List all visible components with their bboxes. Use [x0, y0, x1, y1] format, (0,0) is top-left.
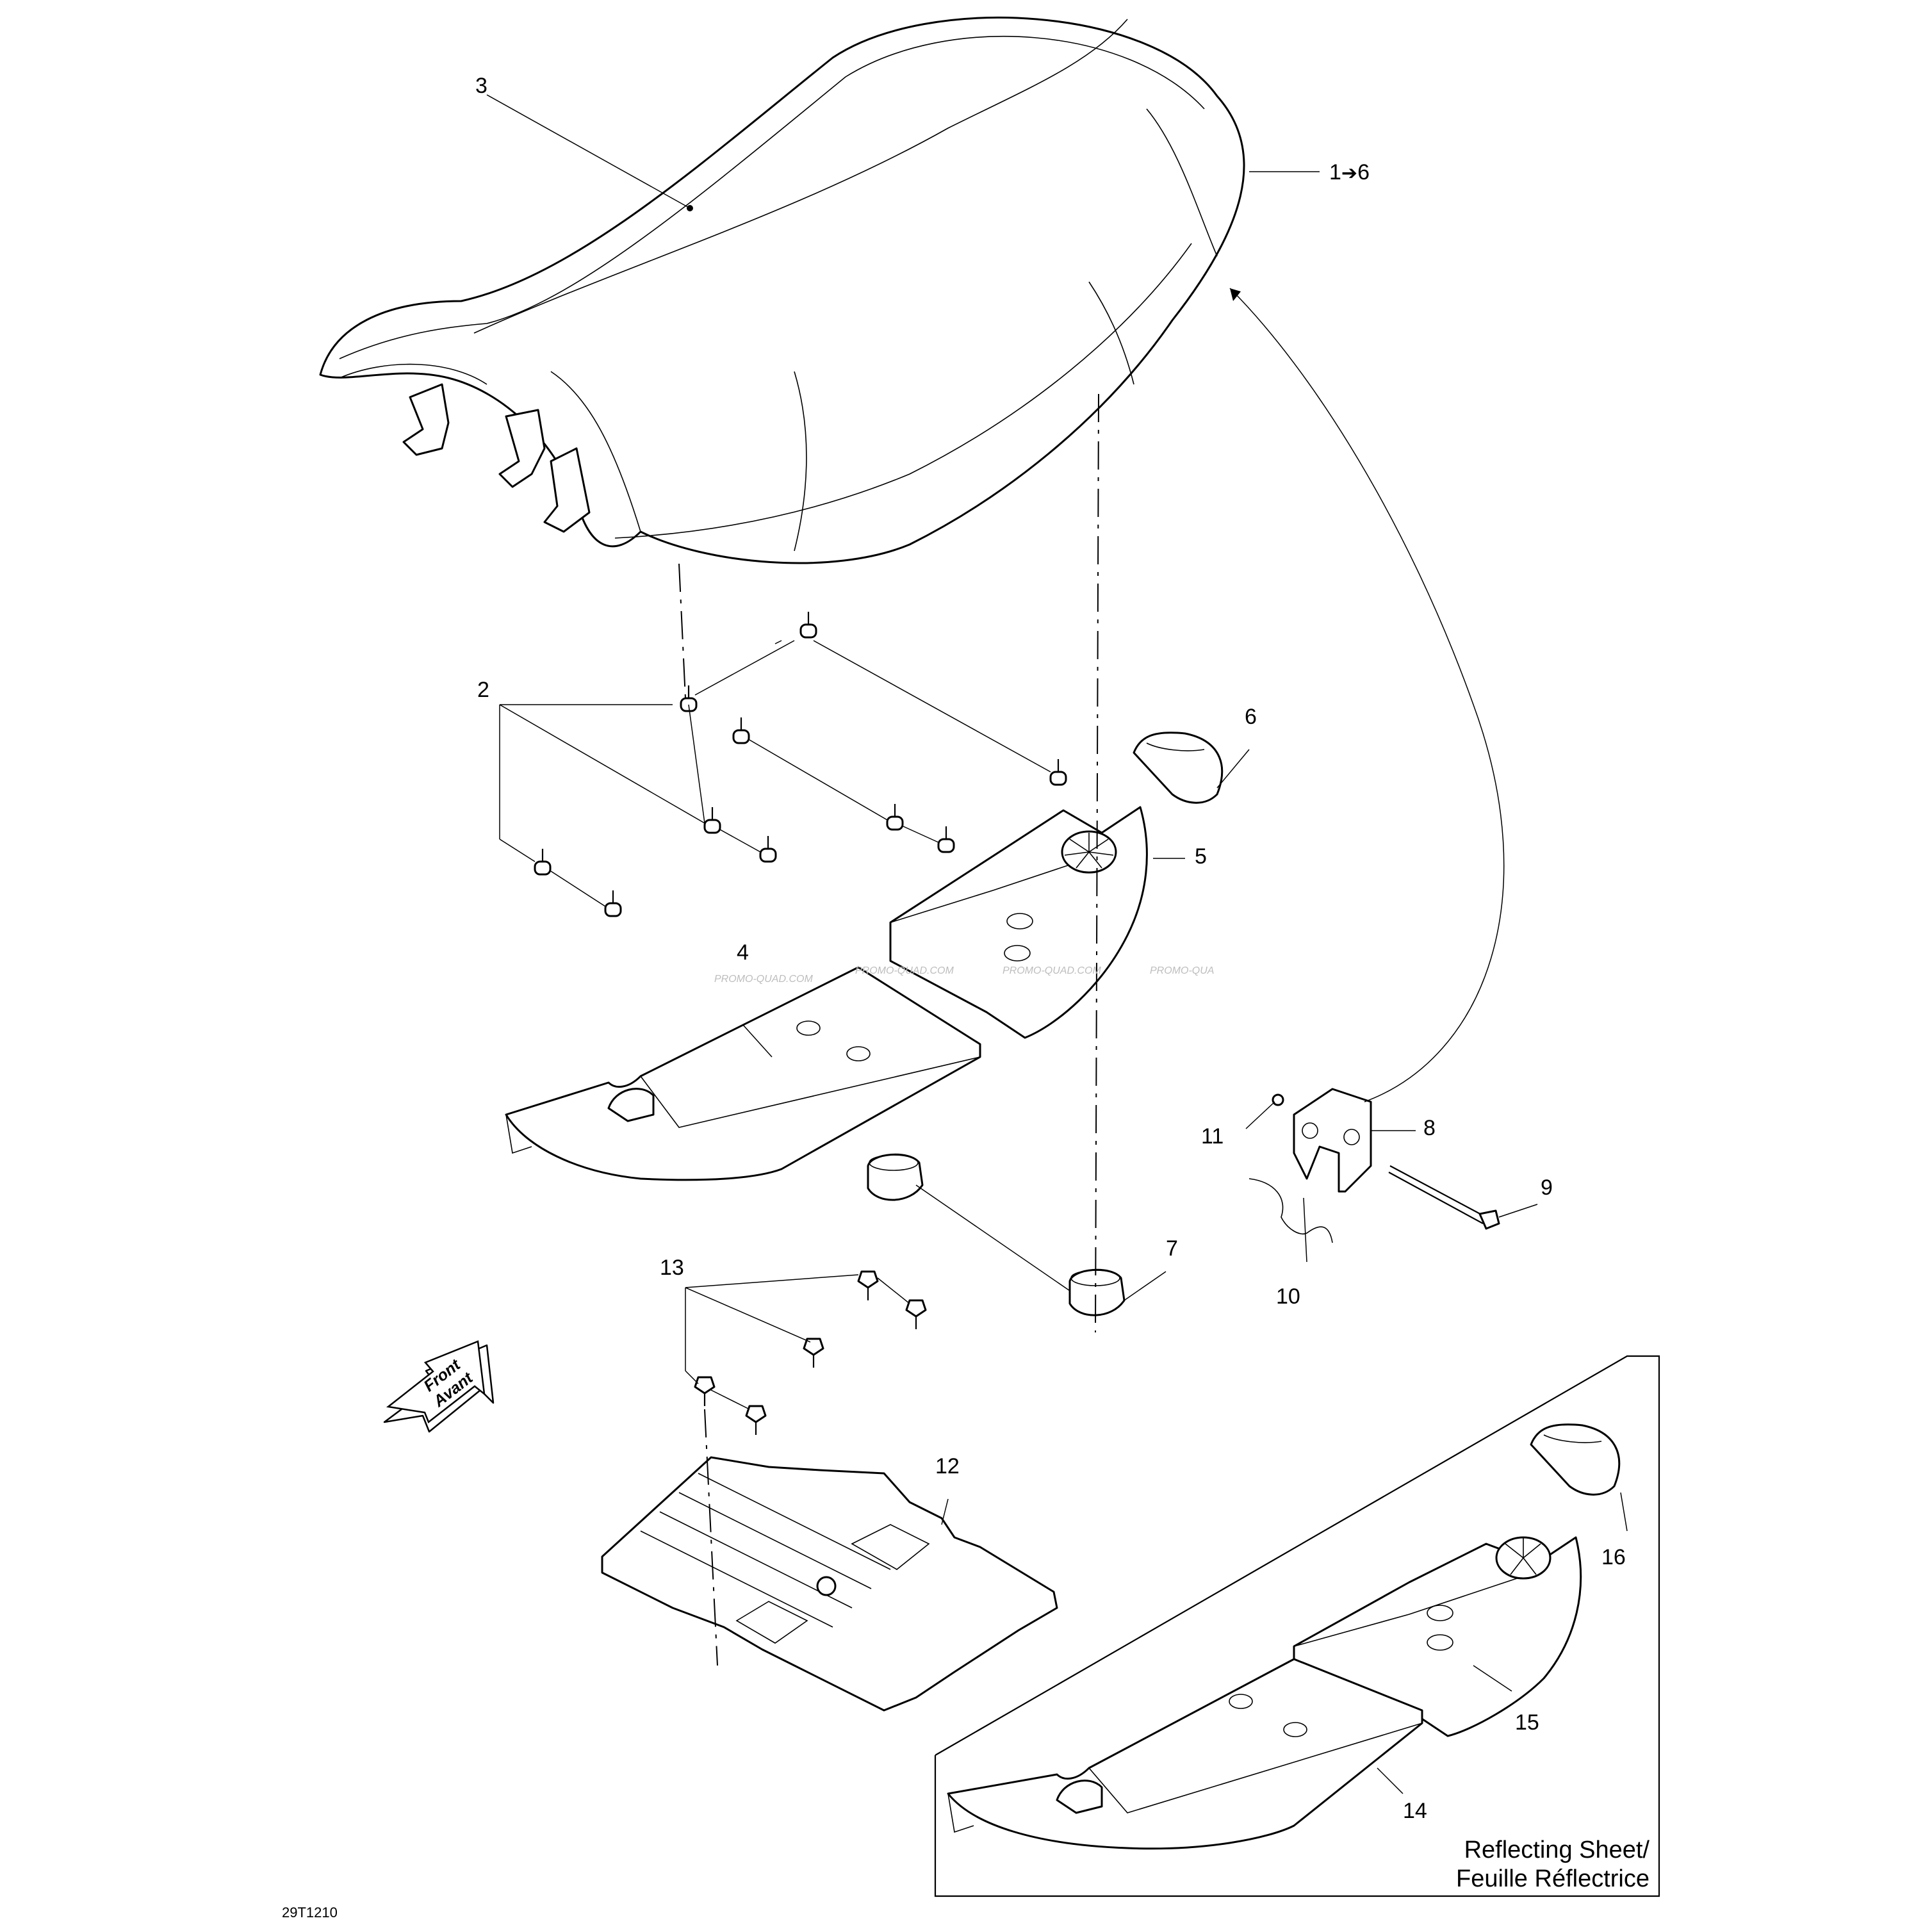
- callout-14: 14: [1403, 1799, 1427, 1823]
- callout-1: 1➔6: [1329, 160, 1370, 184]
- callout-7: 7: [1166, 1236, 1178, 1261]
- grommet: [604, 890, 622, 917]
- grommet: [937, 826, 955, 853]
- callout-13: 13: [660, 1256, 684, 1280]
- bolt: [857, 1270, 879, 1300]
- callout-6: 6: [1245, 705, 1257, 729]
- callout-12: 12: [935, 1454, 960, 1478]
- leader-lines: [486, 94, 1628, 1794]
- grommet: [886, 804, 904, 831]
- front-pan-part: [505, 966, 981, 1181]
- rear-cover-part: [889, 806, 1148, 1039]
- latch-assembly: [1248, 1088, 1500, 1243]
- callout-3: 3: [475, 74, 487, 98]
- inset-note-line-2: Feuille Réflectrice: [1456, 1865, 1650, 1892]
- watermark-text: PROMO-QUAD.COM: [1003, 965, 1101, 976]
- bolt: [694, 1376, 716, 1406]
- reflecting-sheet-inset: [934, 1355, 1660, 1897]
- callout-16: 16: [1601, 1545, 1626, 1569]
- watermark-text: PROMO-QUAD.COM: [855, 965, 954, 976]
- bolt: [745, 1405, 767, 1435]
- seat-grommets: [499, 612, 1067, 917]
- callout-15: 15: [1515, 1710, 1539, 1735]
- callout-10: 10: [1276, 1284, 1300, 1309]
- bolts-part: [694, 1270, 927, 1435]
- bolt: [905, 1299, 927, 1329]
- nut-part: [867, 1153, 1126, 1316]
- grommet: [799, 612, 817, 639]
- callout-4: 4: [737, 940, 749, 965]
- watermarks: PROMO-QUAD.COM PROMO-QUAD.COM PROMO-QUAD…: [714, 965, 1214, 985]
- buffer-part: [1133, 732, 1224, 804]
- callout-9: 9: [1541, 1175, 1553, 1200]
- front-direction-arrow: Front Avant: [383, 1340, 495, 1433]
- callout-2: 2: [477, 678, 489, 702]
- callout-1-arrow: ➔: [1341, 162, 1357, 184]
- grommet: [534, 849, 552, 876]
- grommet: [703, 807, 721, 834]
- callout-numbers: 1➔6 2 3 4 5 6 7 8 9 10 11 12 13 14 15 16: [475, 74, 1626, 1823]
- grommet: [1049, 759, 1067, 786]
- watermark-text: PROMO-QUAD.COM: [714, 974, 813, 985]
- callout-1-end: 6: [1357, 160, 1370, 184]
- bolt: [803, 1338, 824, 1368]
- skid-plate-part: [601, 1456, 1058, 1712]
- grommet: [759, 836, 777, 863]
- drawing-code: 29T1210: [282, 1904, 338, 1920]
- grommet: [732, 717, 750, 744]
- watermark-text: PROMO-QUA: [1150, 965, 1214, 976]
- inset-note-line-1: Reflecting Sheet/: [1464, 1837, 1650, 1863]
- callout-1-start: 1: [1329, 160, 1341, 184]
- callout-5: 5: [1195, 844, 1207, 869]
- callout-11: 11: [1201, 1124, 1224, 1149]
- seat-part: [319, 17, 1245, 564]
- callout-8: 8: [1423, 1116, 1436, 1140]
